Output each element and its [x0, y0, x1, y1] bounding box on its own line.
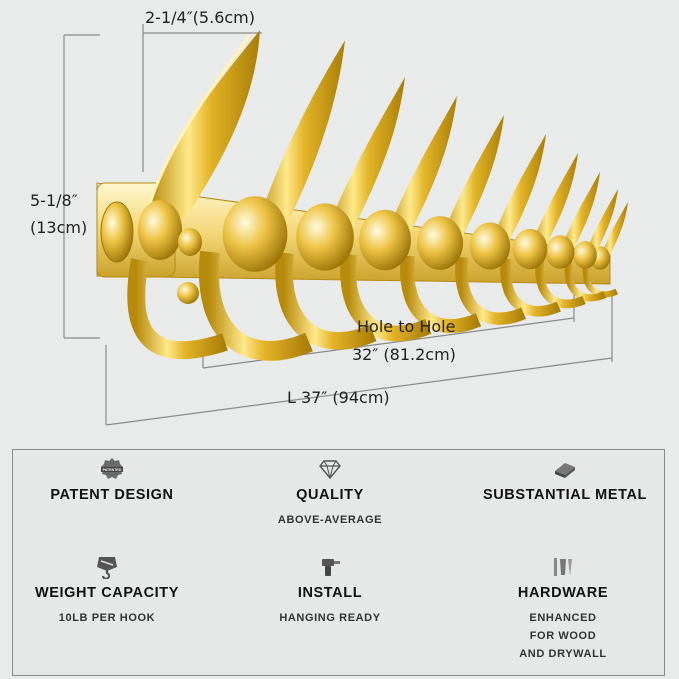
feature-title: PATENT DESIGN — [50, 487, 174, 503]
diamond-icon — [319, 460, 341, 480]
svg-text:PATENTED: PATENTED — [103, 468, 122, 472]
feature-title: WEIGHT CAPACITY — [34, 585, 180, 601]
metal-plate-icon — [555, 463, 575, 478]
feature-patent-design: PATENTED PATENT DESIGN — [27, 457, 197, 503]
weight-hook-icon — [97, 557, 117, 579]
feature-title: HARDWARE — [517, 585, 609, 601]
hole-to-hole-value: 32″ (81.2cm) — [352, 345, 456, 364]
hook-width-label: 2-1/4″(5.6cm) — [145, 8, 255, 27]
feature-subtitle: 10LB PER HOOK — [58, 612, 156, 624]
feature-title: SUBSTANTIAL METAL — [482, 487, 648, 503]
feature-subtitle: ENHANCED FOR WOOD AND DRYWALL — [493, 609, 633, 663]
feature-substantial-metal: SUBSTANTIAL METAL — [465, 457, 665, 503]
feature-subtitle: ABOVE-AVERAGE — [277, 514, 383, 526]
feature-subtitle-line: FOR WOOD — [529, 630, 597, 642]
features-panel: PATENTED PATENT DESIGN QUALITY ABOVE-AVE… — [12, 449, 665, 676]
feature-hardware: HARDWARE ENHANCED FOR WOOD AND DRYWALL — [493, 555, 633, 663]
screws-anchors-icon — [554, 558, 572, 576]
product-image: 2-1/4″(5.6cm) 5-1/8″ (13cm) Hole to Hole… — [30, 8, 628, 426]
height-inch-label: 5-1/8″ — [30, 191, 78, 210]
feature-weight-capacity: WEIGHT CAPACITY 10LB PER HOOK — [27, 555, 187, 627]
length-label: L 37″ (94cm) — [287, 388, 390, 407]
height-cm-label: (13cm) — [30, 218, 88, 237]
drill-icon — [322, 559, 340, 576]
feature-quality: QUALITY ABOVE-AVERAGE — [240, 457, 420, 529]
patented-badge-icon: PATENTED — [101, 458, 123, 479]
feature-install: INSTALL HANGING READY — [260, 555, 400, 627]
hooks — [100, 30, 628, 361]
coat-rack-illustration — [63, 24, 628, 426]
feature-subtitle-line: AND DRYWALL — [519, 648, 607, 660]
hole-to-hole-label: Hole to Hole — [357, 317, 456, 336]
feature-subtitle-line: ENHANCED — [529, 612, 597, 624]
feature-title: QUALITY — [296, 487, 364, 503]
feature-subtitle: HANGING READY — [279, 612, 381, 624]
feature-title: INSTALL — [297, 585, 363, 601]
